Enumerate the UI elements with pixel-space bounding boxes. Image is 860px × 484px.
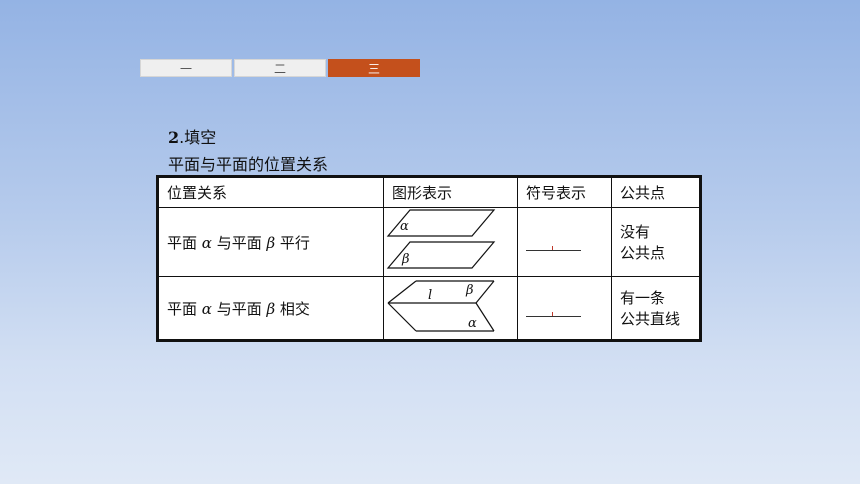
parallel-planes-figure: α β xyxy=(386,209,496,269)
table-header-row: 位置关系 图形表示 符号表示 公共点 xyxy=(157,176,701,208)
figure-label-alpha: α xyxy=(468,316,477,331)
common-cell: 有一条 公共直线 xyxy=(611,276,701,341)
section-tabs: 一 二 三 xyxy=(140,59,420,77)
table-row: 平面 α 与平面 β 相交 l β α 有一 xyxy=(157,276,701,341)
section-title: 2.填空 xyxy=(168,128,217,147)
figure-label-beta: β xyxy=(465,283,474,298)
common-cell: 没有 公共点 xyxy=(611,207,701,277)
header-figure: 图形表示 xyxy=(383,176,518,208)
header-common: 公共点 xyxy=(611,176,701,208)
figure-cell: l β α xyxy=(383,276,518,341)
section-label: 填空 xyxy=(184,128,217,147)
relation-cell: 平面 α 与平面 β 相交 xyxy=(157,276,384,341)
symbol-cell xyxy=(517,276,612,341)
figure-cell: α β xyxy=(383,207,518,277)
header-symbol: 符号表示 xyxy=(517,176,612,208)
symbol-answer-blank xyxy=(526,222,590,246)
relation-table: 位置关系 图形表示 符号表示 公共点 平面 α 与平面 β 平行 α β 没有 xyxy=(156,175,702,342)
header-relation: 位置关系 xyxy=(157,176,384,208)
tab-one[interactable]: 一 xyxy=(140,59,232,77)
subtitle: 平面与平面的位置关系 xyxy=(168,155,329,174)
figure-label-alpha: α xyxy=(400,219,409,234)
symbol-cell xyxy=(517,207,612,277)
tab-two[interactable]: 二 xyxy=(234,59,326,77)
tab-three[interactable]: 三 xyxy=(328,59,420,77)
figure-label-beta: β xyxy=(401,252,410,267)
figure-label-l: l xyxy=(428,288,432,303)
relation-cell: 平面 α 与平面 β 平行 xyxy=(157,207,384,277)
section-number: 2 xyxy=(168,128,180,147)
intersecting-planes-figure: l β α xyxy=(387,280,495,332)
symbol-answer-blank xyxy=(526,288,590,312)
table-row: 平面 α 与平面 β 平行 α β 没有 公共点 xyxy=(157,207,701,277)
